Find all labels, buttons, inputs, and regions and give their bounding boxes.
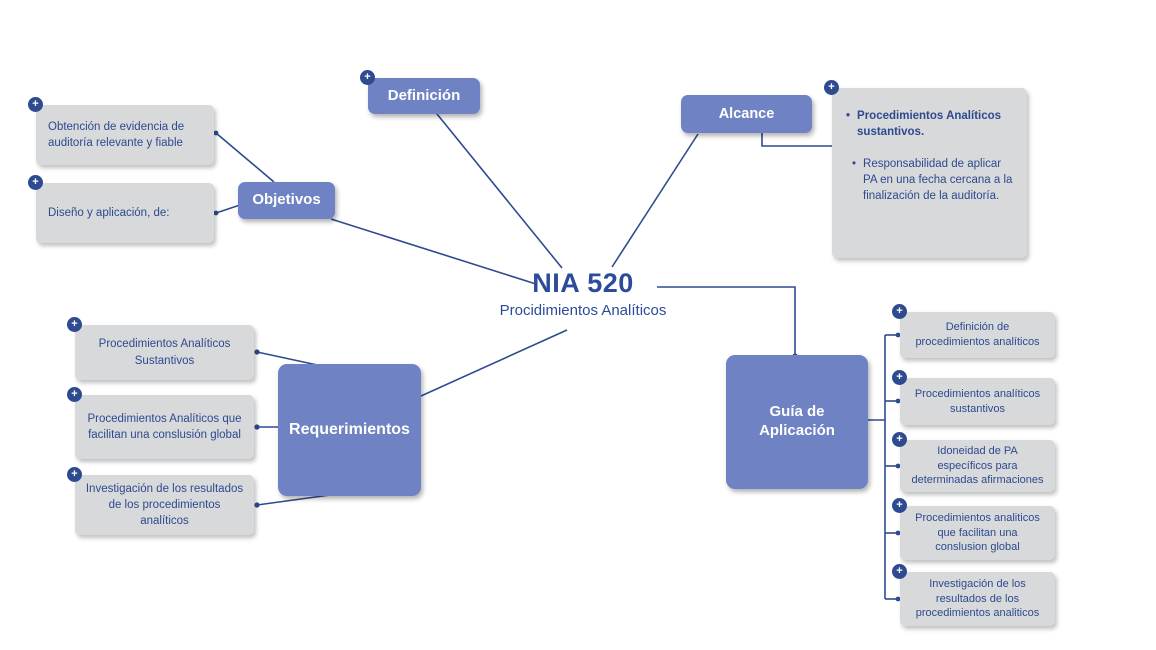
central-subtitle: Procidimientos Analíticos — [499, 302, 667, 319]
plus-icon[interactable]: + — [892, 370, 907, 385]
objetivos-leaf[interactable]: + Diseño y aplicación, de: — [28, 175, 214, 243]
plus-icon[interactable]: + — [892, 432, 907, 447]
requerimientos-leaf-text: Investigación de los resultados de los p… — [85, 482, 244, 528]
plus-icon[interactable]: + — [67, 387, 82, 402]
requerimientos-leaf[interactable]: + Investigación de los resultados de los… — [67, 467, 254, 535]
requerimientos-leaf[interactable]: + Procedimientos Analíticos que facilita… — [67, 387, 254, 459]
plus-icon[interactable]: + — [892, 304, 907, 319]
plus-icon[interactable]: + — [28, 175, 43, 190]
node-alcance[interactable]: Alcance — [681, 95, 812, 133]
alcance-note-item: • Procedimientos Analíticos sustantivos. — [846, 108, 1013, 140]
node-requerimientos[interactable]: Requerimientos — [278, 364, 421, 496]
node-alcance-label: Alcance — [718, 105, 775, 122]
bullet-icon: • — [852, 158, 857, 171]
guia-leaf-text: Procedimientos analiticos que facilitan … — [915, 511, 1040, 554]
objetivos-leaf[interactable]: + Obtención de evidencia de auditoría re… — [28, 97, 214, 165]
central-node[interactable]: NIA 520 Procidimientos Analíticos — [478, 268, 688, 319]
node-objetivos-label: Objetivos — [252, 191, 321, 209]
node-requerimientos-label: Requerimientos — [289, 421, 410, 438]
plus-icon[interactable]: + — [892, 564, 907, 579]
plus-icon[interactable]: + — [67, 317, 82, 332]
guia-leaf-text: Investigación de los resultados de los p… — [915, 577, 1040, 620]
requerimientos-leaf-text: Procedimientos Analíticos Sustantivos — [98, 338, 231, 367]
guia-leaf-text: Procedimientos analíticos sustantivos — [914, 387, 1041, 415]
objetivos-leaf-text: Diseño y aplicación, de: — [48, 206, 170, 219]
plus-icon[interactable]: + — [360, 70, 375, 85]
plus-icon[interactable]: + — [28, 97, 43, 112]
guia-leaf[interactable]: + Idoneidad de PA específicos para deter… — [892, 432, 1055, 492]
node-definicion-label: Definición — [387, 86, 461, 104]
guia-leaf[interactable]: + Procedimientos analiticos que facilita… — [892, 498, 1055, 560]
alcance-note-text: Procedimientos Analíticos sustantivos. — [857, 110, 1002, 139]
plus-icon[interactable]: + — [67, 467, 82, 482]
alcance-note-text: Responsabilidad de aplicar PA en una fec… — [863, 158, 1013, 203]
objetivos-leaf-text: Obtención de evidencia de auditoría rele… — [48, 120, 185, 149]
guia-leaf-text: Definición de procedimientos analíticos — [915, 321, 1040, 348]
central-title: NIA 520 — [532, 268, 634, 298]
bullet-icon: • — [846, 110, 851, 122]
guia-leaf[interactable]: + Procedimientos analíticos sustantivos — [892, 370, 1055, 425]
node-definicion[interactable]: + Definición — [360, 70, 480, 114]
node-objetivos[interactable]: Objetivos — [238, 182, 335, 219]
guia-leaf[interactable]: + Investigación de los resultados de los… — [892, 564, 1055, 626]
requerimientos-leaf[interactable]: + Procedimientos Analíticos Sustantivos — [67, 317, 254, 380]
alcance-notes-box[interactable]: + • Procedimientos Analíticos sustantivo… — [824, 80, 1027, 258]
alcance-note-item: • Responsabilidad de aplicar PA en una f… — [846, 156, 1013, 204]
node-guia-label: Guía de Aplicación — [759, 403, 835, 439]
guia-leaf-text: Idoneidad de PA específicos para determi… — [911, 444, 1044, 487]
guia-leaf[interactable]: + Definición de procedimientos analítico… — [892, 304, 1055, 358]
plus-icon[interactable]: + — [824, 80, 839, 95]
node-guia-aplicacion[interactable]: Guía de Aplicación — [726, 355, 868, 489]
requerimientos-leaf-text: Procedimientos Analíticos que facilitan … — [87, 412, 242, 441]
plus-icon[interactable]: + — [892, 498, 907, 513]
